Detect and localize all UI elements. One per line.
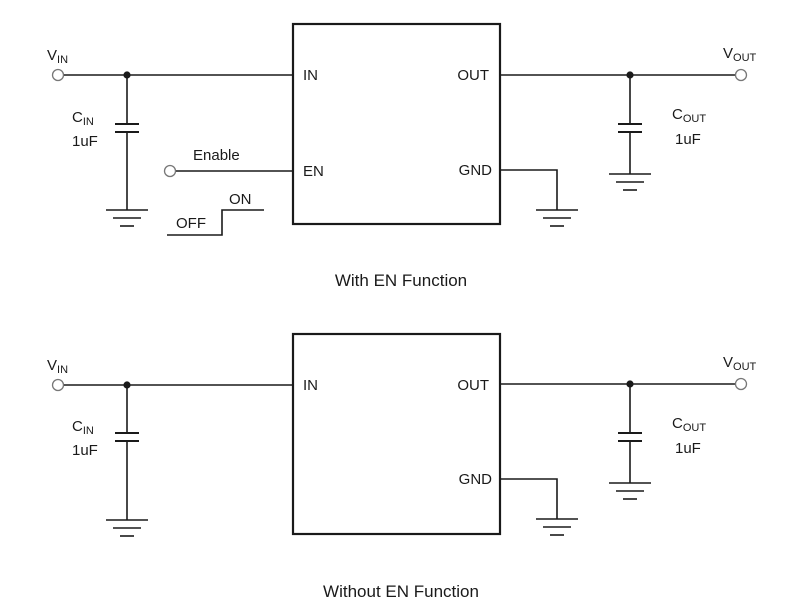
enable-label: Enable — [193, 147, 240, 164]
vin-terminal — [51, 378, 65, 392]
cout-ground-icon — [609, 482, 651, 500]
diagram-with-en: VIN CIN 1uF Enable OFF ON IN EN OUT — [47, 22, 757, 290]
pin-en-label: EN — [303, 163, 324, 180]
off-on-waveform — [167, 209, 264, 236]
vout-terminal — [734, 68, 748, 82]
caption-without-en: Without EN Function — [323, 582, 479, 600]
gnd-pin-wire — [500, 169, 558, 210]
pin-out-label: OUT — [457, 67, 489, 84]
gnd-pin-wire — [500, 478, 558, 519]
diagram-without-en: VIN CIN 1uF IN OUT GND VOUT — [47, 332, 757, 600]
cin-ground-icon — [106, 519, 148, 537]
vin-label: VIN — [47, 47, 68, 66]
cin-label: CIN — [72, 109, 94, 128]
pin-gnd-label: GND — [459, 162, 493, 179]
cout-label: COUT — [672, 106, 706, 125]
cin-value: 1uF — [72, 442, 98, 459]
pin-gnd-label: GND — [459, 471, 493, 488]
pin-out-label: OUT — [457, 377, 489, 394]
cin-capacitor — [115, 385, 139, 520]
cin-capacitor — [115, 75, 139, 210]
switch-on-label: ON — [229, 191, 252, 208]
caption-with-en: With EN Function — [335, 271, 467, 290]
vout-label: VOUT — [723, 354, 757, 373]
ic-ground-icon — [536, 209, 578, 227]
cin-label: CIN — [72, 418, 94, 437]
vin-label: VIN — [47, 357, 68, 376]
vin-terminal — [51, 68, 65, 82]
cout-capacitor — [618, 384, 642, 483]
cout-label: COUT — [672, 415, 706, 434]
cout-value: 1uF — [675, 440, 701, 457]
regulator-ic — [291, 22, 502, 226]
regulator-ic — [291, 332, 502, 536]
pin-in-label: IN — [303, 67, 318, 84]
cout-capacitor — [618, 75, 642, 174]
cout-value: 1uF — [675, 131, 701, 148]
switch-off-label: OFF — [176, 215, 206, 232]
ic-ground-icon — [536, 518, 578, 536]
pin-in-label: IN — [303, 377, 318, 394]
cin-value: 1uF — [72, 133, 98, 150]
vout-label: VOUT — [723, 45, 757, 64]
vout-terminal — [734, 377, 748, 391]
enable-terminal — [163, 164, 177, 178]
cin-ground-icon — [106, 209, 148, 227]
cout-ground-icon — [609, 173, 651, 191]
